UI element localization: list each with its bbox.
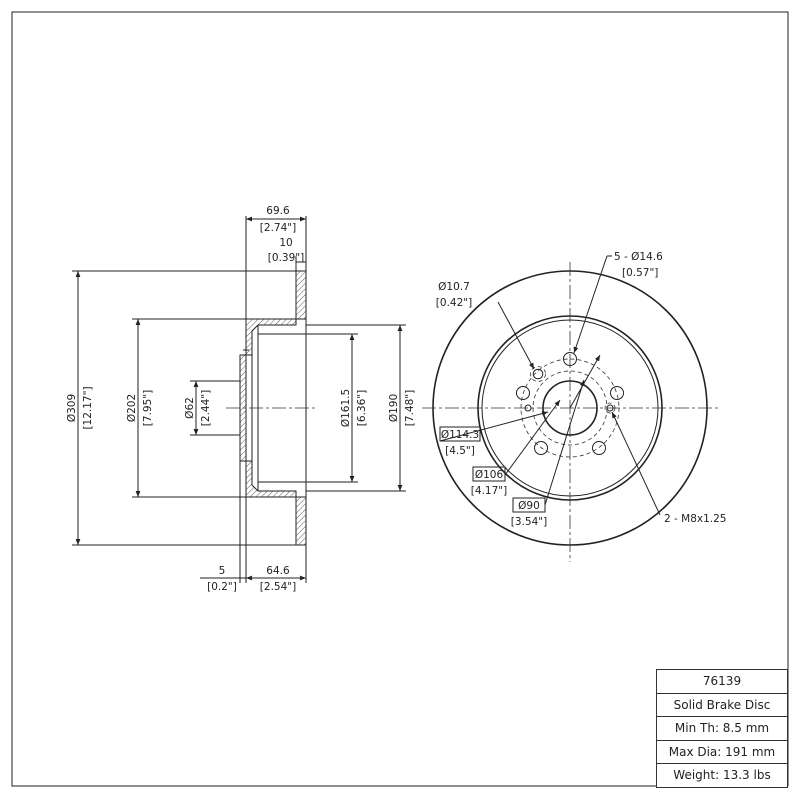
weight: Weight: 13.3 lbs <box>657 764 787 788</box>
threaded-hole <box>524 404 532 412</box>
dim-hat-depth: 64.6 <box>266 565 290 577</box>
min-thickness: Min Th: 8.5 mm <box>657 717 787 741</box>
dim-overall-width-in: [2.74"] <box>260 222 296 234</box>
dim-hat-diameter-in: [7.95"] <box>142 390 154 426</box>
dim-outer-diameter-in: [12.17"] <box>82 386 94 429</box>
label-small-hole-in: [0.42"] <box>436 297 472 309</box>
dim-hat-depth-in: [2.54"] <box>260 581 296 593</box>
dim-190: Ø190 <box>388 394 400 422</box>
max-diameter: Max Dia: 191 mm <box>657 741 787 764</box>
label-bolt-holes: 5 - Ø14.6 <box>614 251 663 263</box>
dim-inner-step-in: [6.36"] <box>356 390 368 426</box>
dim-center-bore-in: [2.44"] <box>200 390 212 426</box>
drawing-border <box>11 11 789 787</box>
label-dia-106-in: [4.17"] <box>471 485 507 497</box>
locator-hole <box>532 368 544 380</box>
dim-disc-thickness: 10 <box>279 237 292 249</box>
dim-190-in: [7.48"] <box>404 390 416 426</box>
dim-overall-width: 69.6 <box>266 205 290 217</box>
label-pcd: Ø114.3 <box>441 429 479 441</box>
part-type: Solid Brake Disc <box>657 694 787 717</box>
dim-outer-diameter: Ø309 <box>66 394 78 422</box>
front-view: 5 - Ø14.6 [0.57"] Ø10.7 [0.42"] Ø114.3 [… <box>422 251 726 562</box>
dim-disc-thickness-in: [0.39"] <box>268 252 304 264</box>
lug-hole <box>534 441 548 455</box>
side-section-view: 69.6 [2.74"] 10 [0.39"] Ø309 [12.17"] Ø2… <box>66 205 416 593</box>
label-bolt-holes-in: [0.57"] <box>622 267 658 279</box>
dim-hat-wall: 5 <box>219 565 226 577</box>
lug-hole <box>610 386 624 400</box>
lug-hole <box>516 386 530 400</box>
label-dia-106: Ø106 <box>475 469 504 481</box>
label-dia-90-in: [3.54"] <box>511 516 547 528</box>
threaded-hole <box>606 404 614 412</box>
lug-hole <box>592 441 606 455</box>
label-pcd-in: [4.5"] <box>445 445 475 457</box>
dim-center-bore: Ø62 <box>184 397 196 419</box>
label-small-hole: Ø10.7 <box>438 281 470 293</box>
dim-hat-wall-in: [0.2"] <box>207 581 237 593</box>
dim-hat-diameter: Ø202 <box>126 394 138 422</box>
part-number: 76139 <box>657 670 787 694</box>
dim-inner-step: Ø161.5 <box>340 389 352 427</box>
lug-hole <box>563 352 577 366</box>
info-table: 76139 Solid Brake Disc Min Th: 8.5 mm Ma… <box>656 669 788 788</box>
label-dia-90: Ø90 <box>518 500 540 512</box>
label-thread: 2 - M8x1.25 <box>664 513 726 525</box>
